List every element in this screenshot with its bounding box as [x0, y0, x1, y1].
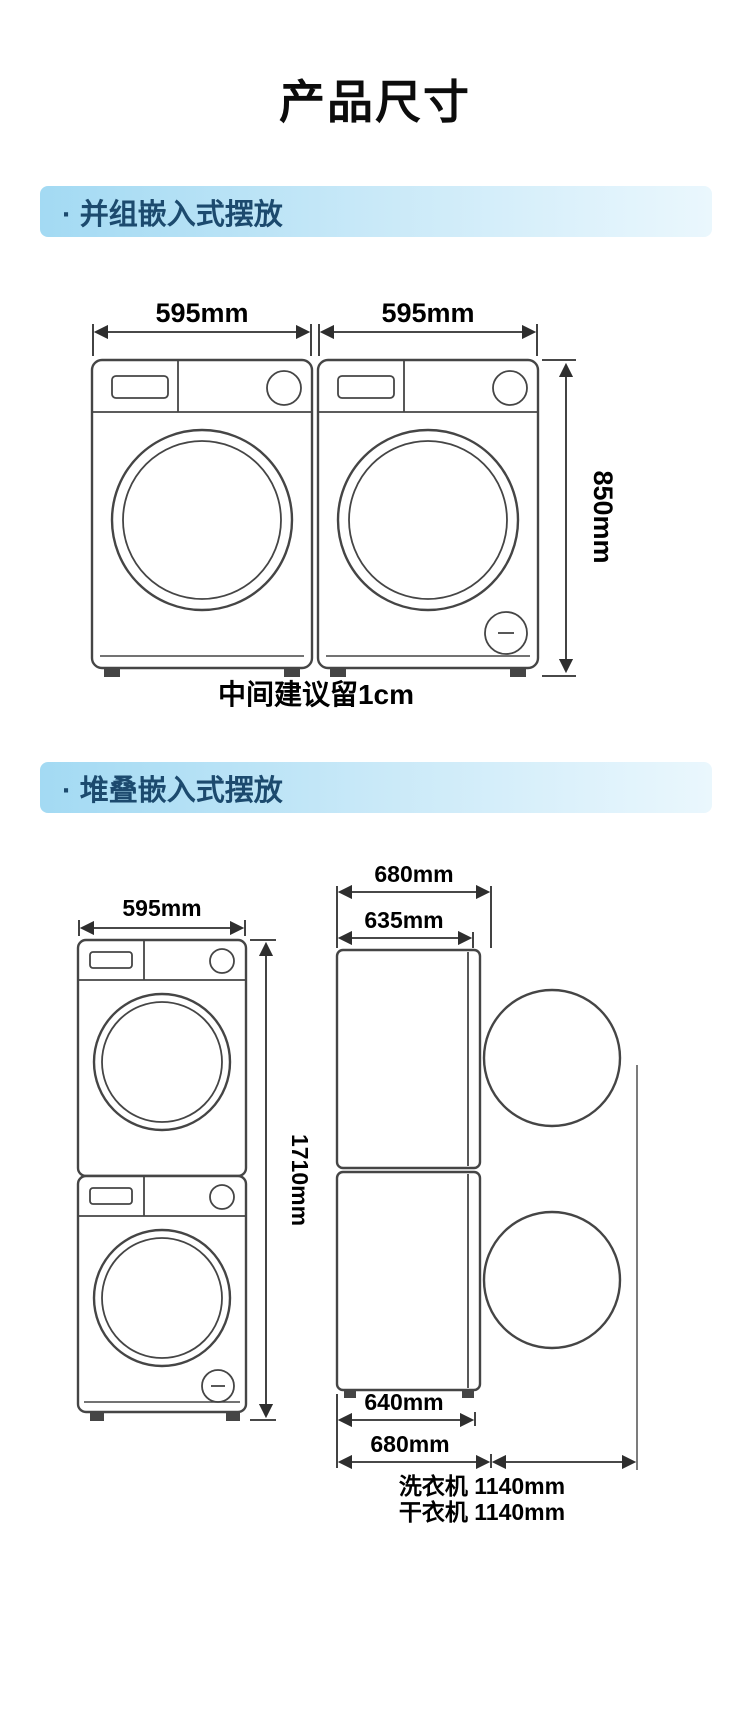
- dim-height-label: 850mm: [588, 470, 618, 563]
- door-outer: [92, 1228, 232, 1368]
- control-knob: [492, 370, 528, 406]
- door-outer: [336, 428, 520, 612]
- open-door-bottom: [482, 1210, 622, 1350]
- washer-depth-note: 洗衣机 1140mm: [399, 1473, 565, 1499]
- detergent-drawer: [337, 375, 395, 399]
- dim-width-right-label: 595mm: [381, 298, 474, 328]
- section-header-side-by-side: · 并组嵌入式摆放: [40, 186, 712, 237]
- dryer-depth-note: 干衣机 1140mm: [399, 1499, 565, 1525]
- door-inner: [122, 440, 282, 600]
- door-outer: [110, 428, 294, 612]
- dim-door-open-depth: 洗衣机 1140mm 干衣机 1140mm: [399, 1454, 637, 1525]
- page-title: 产品尺寸: [279, 76, 471, 128]
- machine-right-front: [316, 358, 540, 677]
- stack-bottom-body: [76, 1174, 248, 1414]
- machine-left-body: [90, 358, 314, 670]
- control-knob: [209, 1184, 235, 1210]
- dim-stack-width: 595mm: [78, 895, 246, 936]
- control-knob: [266, 370, 302, 406]
- door-inner: [348, 440, 508, 600]
- machine-left-front: [90, 358, 314, 677]
- side-top-body: [335, 948, 482, 1170]
- dim-stack-width-label: 595mm: [122, 895, 201, 921]
- stack-bottom-machine-side: [335, 1170, 622, 1398]
- side-bottom-body: [335, 1170, 482, 1392]
- foot: [104, 668, 120, 677]
- dim-side-bottom-outer: 680mm: [337, 1431, 492, 1470]
- open-door-top: [482, 988, 622, 1128]
- foot: [330, 668, 346, 677]
- dim-side-top-inner-label: 635mm: [364, 907, 443, 933]
- detergent-drawer: [111, 375, 169, 399]
- pump-filter: [484, 611, 528, 655]
- dim-side-top-outer: 680mm: [336, 861, 492, 948]
- door-outer: [92, 992, 232, 1132]
- foot: [90, 1412, 104, 1421]
- dim-stack-height: 1710mm: [250, 939, 313, 1421]
- dim-side-top-outer-label: 680mm: [374, 861, 453, 887]
- dim-side-bottom-inner: 640mm: [336, 1389, 476, 1468]
- section-header-stacked: · 堆叠嵌入式摆放: [40, 762, 712, 813]
- stack-top-body: [76, 938, 248, 1178]
- dim-side-bottom-inner-label: 640mm: [364, 1389, 443, 1415]
- foot: [344, 1390, 356, 1398]
- stack-bottom-machine-front: [76, 1174, 248, 1421]
- foot: [284, 668, 300, 677]
- section-header-stacked-label: · 堆叠嵌入式摆放: [62, 774, 283, 807]
- dim-width-left-label: 595mm: [155, 298, 248, 328]
- diagram-side-by-side: 595mm 595mm 850mm: [90, 298, 618, 710]
- door-inner: [101, 1001, 223, 1123]
- gap-caption: 中间建议留1cm: [218, 679, 414, 710]
- door-inner: [101, 1237, 223, 1359]
- dim-width-right: 595mm: [318, 298, 538, 356]
- machine-right-body: [316, 358, 540, 670]
- foot: [462, 1390, 474, 1398]
- foot: [510, 668, 526, 677]
- control-knob: [209, 948, 235, 974]
- dim-height: 850mm: [542, 359, 618, 677]
- stack-top-machine-front: [76, 938, 248, 1178]
- detergent-drawer: [89, 1187, 133, 1205]
- detergent-drawer: [89, 951, 133, 969]
- dim-side-bottom-outer-label: 680mm: [370, 1431, 449, 1457]
- diagram-stacked: 595mm 1710mm 680mm: [76, 861, 638, 1525]
- dim-side-top-inner: 635mm: [337, 907, 474, 948]
- stack-top-machine-side: [335, 948, 622, 1170]
- dim-stack-height-label: 1710mm: [287, 1134, 313, 1226]
- section-header-side-by-side-label: · 并组嵌入式摆放: [62, 198, 283, 231]
- dim-width-left: 595mm: [92, 298, 312, 356]
- foot: [226, 1412, 240, 1421]
